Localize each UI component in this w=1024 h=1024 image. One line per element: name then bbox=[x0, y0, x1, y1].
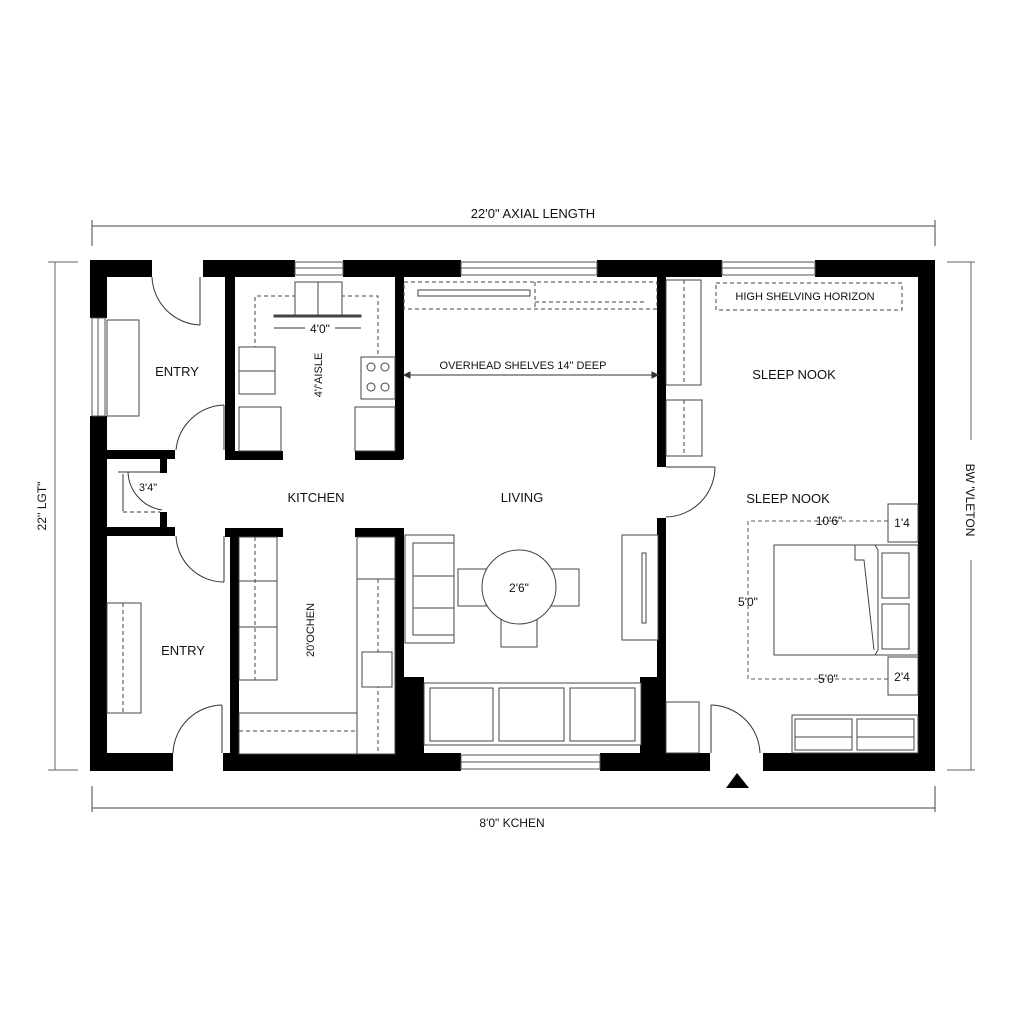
nightstands bbox=[887, 503, 919, 696]
bed-zone-width-label: 10'6" bbox=[816, 514, 843, 528]
kitchen-aisle-label: 4'/'AISLE bbox=[313, 353, 325, 398]
wardrobe bbox=[665, 279, 703, 457]
dimension-bottom-label: 8'0" KCHEN bbox=[479, 816, 544, 830]
interior-walls bbox=[107, 277, 666, 754]
dimension-top-label: 22'0" AXIAL LENGTH bbox=[471, 206, 595, 221]
closet-dimension bbox=[122, 474, 160, 513]
room-label-entry-top: ENTRY bbox=[155, 364, 199, 379]
dimension-left bbox=[48, 261, 78, 771]
overhead-shelves-dimension bbox=[402, 371, 660, 379]
small-cabinet bbox=[665, 701, 700, 754]
high-shelving bbox=[715, 282, 903, 311]
closet-dimension-label: 3'4" bbox=[139, 482, 157, 494]
dimension-right bbox=[947, 261, 975, 771]
nightstand-top-label: 1'4 bbox=[894, 516, 910, 530]
overhead-shelves-label: OVERHEAD SHELVES 14" DEEP bbox=[440, 360, 607, 372]
dresser bbox=[791, 714, 919, 754]
dining-set bbox=[457, 549, 580, 648]
doors bbox=[118, 276, 761, 754]
dimension-left-label: 22'' LGT" bbox=[35, 482, 49, 531]
galley-label: 20'OCHEN bbox=[305, 603, 317, 657]
room-label-living: LIVING bbox=[501, 490, 544, 505]
windows bbox=[91, 261, 816, 770]
dimension-top bbox=[91, 220, 936, 246]
kitchen-upper-fixtures bbox=[238, 281, 396, 452]
sofa bbox=[404, 534, 455, 644]
kitchen-width-label: 4'0" bbox=[310, 322, 330, 336]
bed bbox=[773, 544, 919, 656]
entry-marker-triangle-icon bbox=[726, 773, 749, 788]
storage-bench bbox=[423, 682, 642, 746]
entry-top-bench bbox=[106, 319, 140, 417]
overhead-shelves bbox=[403, 281, 658, 310]
dimension-right-label: BW 'VLETON bbox=[963, 464, 977, 537]
room-label-entry-bottom: ENTRY bbox=[161, 643, 205, 658]
high-shelving-label: HIGH SHELVING HORIZON bbox=[735, 291, 874, 303]
galley-cabinets bbox=[238, 536, 396, 755]
bed-zone-bottom-label: 5'0" bbox=[818, 672, 838, 686]
room-label-sleep-nook-top: SLEEP NOOK bbox=[752, 367, 836, 382]
nightstand-bottom-label: 2'4 bbox=[894, 670, 910, 684]
room-label-kitchen: KITCHEN bbox=[287, 490, 344, 505]
exterior-walls bbox=[90, 260, 935, 771]
bed-zone-depth-label: 5'0" bbox=[738, 595, 758, 609]
entry-bottom-cabinet bbox=[106, 602, 142, 714]
room-label-sleep-nook-bottom: SLEEP NOOK bbox=[746, 491, 830, 506]
table-size-label: 2'6" bbox=[509, 581, 529, 595]
dimension-bottom bbox=[91, 786, 936, 812]
tv-console bbox=[621, 534, 659, 641]
bed-zone-dimension bbox=[747, 520, 888, 680]
